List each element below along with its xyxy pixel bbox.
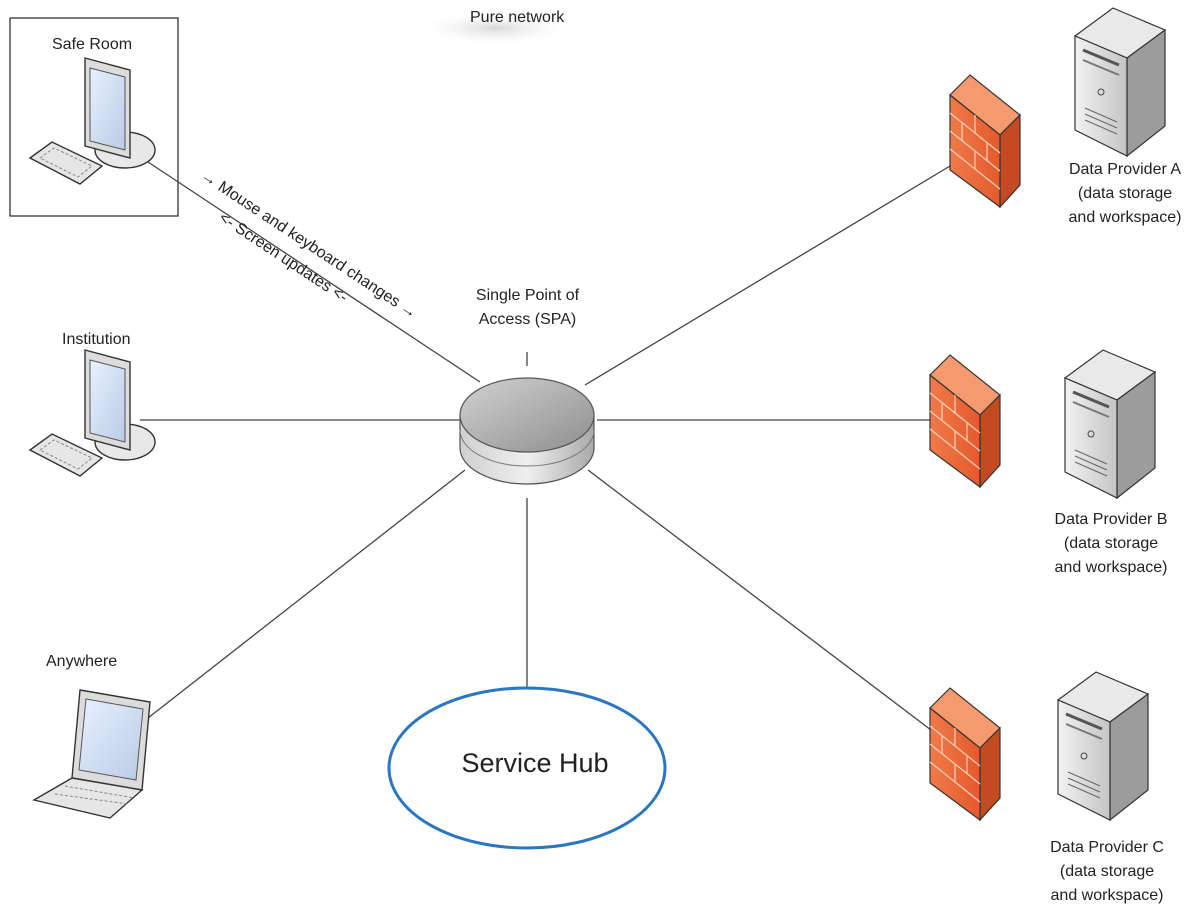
network-label: Pure network — [470, 9, 565, 26]
provider-desc-line: and workspace) — [1050, 887, 1164, 904]
link-provider-c — [587, 469, 961, 753]
router-hub-icon — [459, 377, 595, 485]
link-provider-a — [584, 159, 961, 386]
connection-lines — [140, 159, 961, 753]
firewall-icon — [929, 687, 1001, 822]
provider-name: Data Provider B — [1054, 511, 1168, 528]
service-hub-label: Service Hub — [461, 748, 609, 778]
provider-desc-line: (data storage — [1063, 535, 1159, 552]
provider-desc-line: (data storage — [1077, 185, 1173, 202]
link-anywhere — [147, 469, 466, 719]
safe-room-box — [9, 17, 179, 217]
spa-label-line2: Access (SPA) — [478, 311, 577, 328]
link-safe-room — [144, 159, 481, 383]
server-tower-icon — [1063, 349, 1157, 500]
firewall-icon — [949, 74, 1021, 209]
provider-name: Data Provider C — [1050, 839, 1164, 856]
anywhere-label: Anywhere — [46, 653, 118, 670]
spa-label: Single Point of Access (SPA) — [440, 284, 615, 332]
provider-desc-line: and workspace) — [1068, 209, 1182, 226]
desktop-computer-icon — [28, 57, 156, 185]
firewall-icon — [929, 354, 1001, 489]
service-hub-ring — [387, 686, 667, 850]
server-tower-icon — [1056, 671, 1150, 822]
provider-a-label: Data Provider A (data storage and worksp… — [1050, 158, 1200, 230]
provider-c-label: Data Provider C (data storage and worksp… — [1032, 836, 1182, 908]
provider-desc-line: (data storage — [1059, 863, 1155, 880]
spa-label-line1: Single Point of — [475, 287, 580, 304]
laptop-icon — [32, 689, 151, 819]
provider-b-label: Data Provider B (data storage and worksp… — [1036, 508, 1186, 580]
server-tower-icon — [1073, 7, 1167, 158]
desktop-computer-icon — [28, 349, 156, 477]
provider-name: Data Provider A — [1068, 161, 1182, 178]
provider-desc-line: and workspace) — [1054, 559, 1168, 576]
safe-room-label: Safe Room — [52, 36, 133, 53]
institution-label: Institution — [62, 331, 131, 348]
network-swoosh — [415, 10, 575, 46]
mouse-keyboard-label: → Mouse and keyboard changes → — [198, 167, 420, 322]
